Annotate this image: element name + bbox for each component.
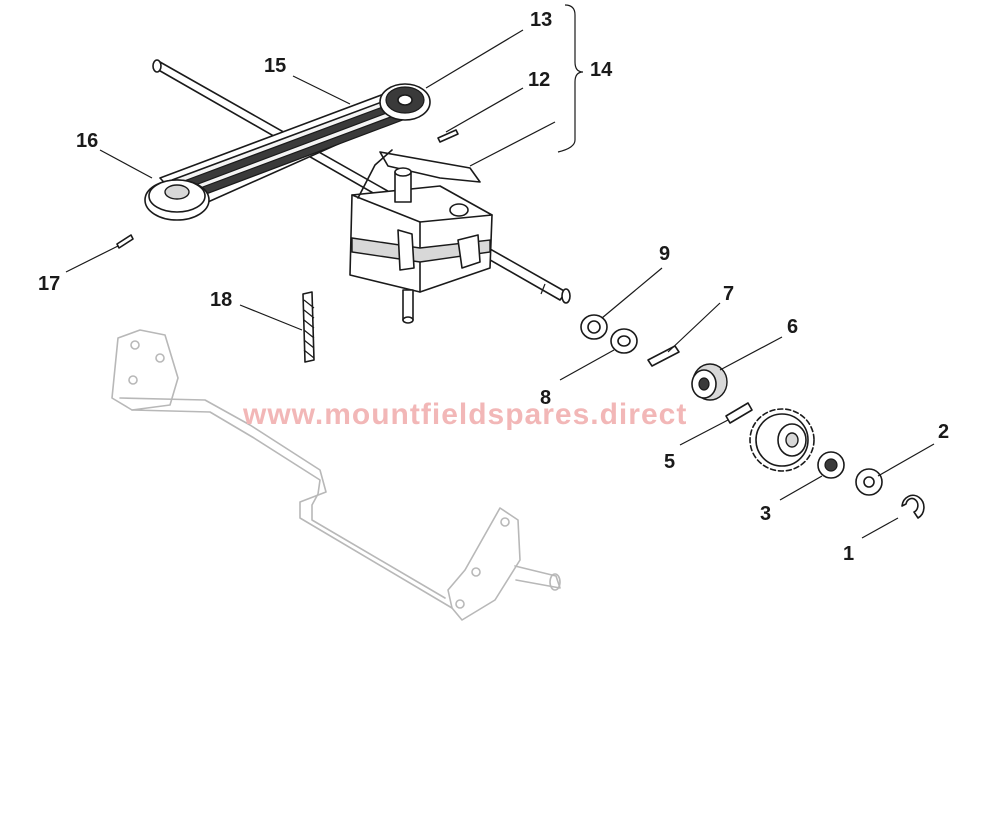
spring <box>302 291 315 363</box>
axle-bracket-frame <box>111 329 561 621</box>
callout-1: 1 <box>843 543 854 565</box>
washer-9 <box>580 314 608 340</box>
washer-8 <box>610 328 638 354</box>
callout-12: 12 <box>528 69 550 91</box>
pinion-gear <box>749 408 815 472</box>
watermark-text: www.mountfieldspares.direct <box>242 398 687 431</box>
callout-3: 3 <box>760 503 771 525</box>
callout-15: 15 <box>264 55 286 77</box>
callout-labels: 13 14 12 15 16 17 18 9 7 6 8 5 2 3 1 <box>38 9 949 565</box>
callout-5: 5 <box>664 451 675 473</box>
callout-17: 17 <box>38 273 60 295</box>
key-5 <box>725 402 753 424</box>
bushing-3 <box>817 451 845 479</box>
gearbox <box>349 149 493 324</box>
callout-18: 18 <box>210 289 232 311</box>
pin-7 <box>647 345 680 367</box>
small-pulley <box>379 83 431 121</box>
callout-6: 6 <box>787 316 798 338</box>
callout-16: 16 <box>76 130 98 152</box>
callout-9: 9 <box>659 243 670 265</box>
leader-lines <box>65 29 935 539</box>
circlip-1 <box>901 494 925 519</box>
callout-13: 13 <box>530 9 552 31</box>
callout-14: 14 <box>590 59 613 81</box>
large-pulley <box>144 179 210 221</box>
callout-8: 8 <box>540 387 551 409</box>
callout-2: 2 <box>938 421 949 443</box>
roll-pin-upper <box>437 129 459 143</box>
group-bracket <box>557 4 584 153</box>
bearing-6 <box>691 363 728 401</box>
washer-2 <box>855 468 883 496</box>
callout-7: 7 <box>723 283 734 305</box>
roll-pin-left <box>116 234 134 249</box>
